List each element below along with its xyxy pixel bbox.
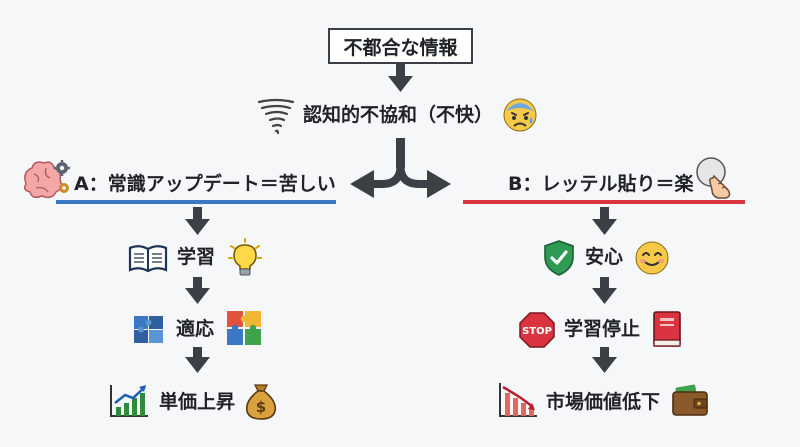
step-b-1: 安心 [585, 246, 624, 268]
open-book-icon [128, 245, 168, 273]
branch-b-title: B：レッテル貼り＝楽 [508, 173, 694, 195]
svg-text:$: $ [256, 398, 266, 416]
anxious-face-icon [503, 98, 537, 132]
dissonance-label: 認知的不協和（不快） [303, 104, 494, 126]
smiling-face-icon [635, 241, 669, 275]
money-bag-icon: $ [245, 384, 277, 420]
puzzle-color-icon [227, 311, 261, 345]
step-a-2: 適応 [176, 318, 215, 340]
chart-down-icon [499, 383, 537, 417]
hand-pointer-icon [696, 157, 731, 199]
step-b-3: 市場価値低下 [546, 391, 661, 413]
step-b-2: 学習停止 [564, 318, 641, 340]
shield-check-icon [544, 240, 574, 276]
top-node-label: 不都合な情報 [343, 36, 458, 59]
stop-sign-text: STOP [522, 326, 552, 337]
chart-up-icon [110, 385, 148, 417]
branch-a-title: A：常識アップデート＝苦しい [74, 173, 336, 195]
branch-b-underline [463, 200, 745, 204]
step-a-1: 学習 [177, 246, 216, 268]
stop-sign-icon: STOP [519, 312, 555, 348]
tornado-icon [257, 98, 295, 135]
closed-book-icon [653, 311, 681, 347]
wallet-icon [672, 384, 708, 416]
top-node-box: 不都合な情報 [328, 28, 473, 64]
branch-a-underline [56, 200, 336, 204]
step-a-3: 単価上昇 [159, 391, 236, 413]
lightbulb-icon [228, 238, 262, 276]
brain-gear-icon [23, 160, 70, 199]
puzzle-icon [134, 316, 163, 343]
